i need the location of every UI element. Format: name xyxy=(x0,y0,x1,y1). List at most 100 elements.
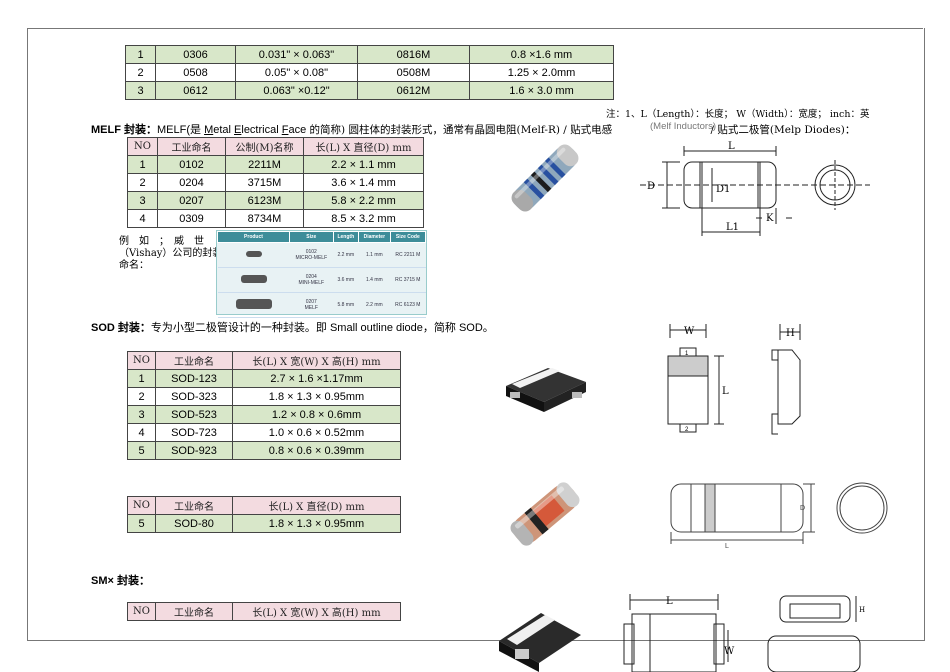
sod-cell: SOD-923 xyxy=(155,441,233,460)
melf-cell: 5.8 × 2.2 mm xyxy=(303,191,424,210)
melf-cell: 3 xyxy=(127,191,158,210)
top-table-cell: 0508M xyxy=(357,63,470,82)
smx-package-photo xyxy=(499,613,581,672)
vishay-cell: 0204 MINI-MELF xyxy=(289,267,334,293)
sod-description: SOD 封装：专为小型二极管设计的一种封装。即 Small outline di… xyxy=(91,322,494,334)
page-frame xyxy=(27,28,925,641)
vishay-header-cell: Size Code xyxy=(389,231,427,243)
melf-dimension-drawing: L D D1 L1 K xyxy=(640,141,870,236)
melf-cell: 0204 xyxy=(157,173,226,192)
svg-text:2: 2 xyxy=(685,427,689,433)
top-table-cell: 0612 xyxy=(155,81,236,100)
top-table-cell: 0508 xyxy=(155,63,236,82)
vishay-resistor-thumbnail xyxy=(217,267,290,293)
vishay-header-cell: Length xyxy=(332,231,360,243)
sod-cell: 1.2 × 0.8 × 0.6mm xyxy=(232,405,401,424)
melf-cell: 2 xyxy=(127,173,158,192)
top-table-cell: 0.05" × 0.08" xyxy=(235,63,358,82)
sod-cell: SOD-723 xyxy=(155,423,233,442)
sod-cell: SOD-123 xyxy=(155,369,233,388)
melf-cell: 0102 xyxy=(157,155,226,174)
melf-header-cell: 工业命名 xyxy=(157,137,226,156)
vishay-cell: RC 3715 M xyxy=(390,267,426,293)
top-table-cell: 0612M xyxy=(357,81,470,100)
sod80-header-cell: NO xyxy=(127,496,156,515)
sod-cell: 0.8 × 0.6 × 0.39mm xyxy=(232,441,401,460)
sod-dim-l: L xyxy=(722,386,729,397)
melf-cell: 6123M xyxy=(225,191,304,210)
sod80-header-cell: 工业命名 xyxy=(155,496,233,515)
sod80-diode-photo xyxy=(510,482,580,546)
vishay-cell: RC 2211 M xyxy=(390,242,426,268)
note-overlap: (Melf Inductors) xyxy=(650,121,716,132)
sod-dim-h: H xyxy=(786,328,795,339)
top-table-cell: 1 xyxy=(125,45,156,64)
top-table-cell: 2 xyxy=(125,63,156,82)
vishay-header-cell: Diameter xyxy=(358,231,391,243)
sod-cell: 4 xyxy=(127,423,156,442)
melf-resistor-photo xyxy=(511,144,579,212)
smx-dim-l: L xyxy=(666,596,673,607)
melf-header-cell: 长(L) X 直径(D) mm xyxy=(303,137,424,156)
sod80-cell: SOD-80 xyxy=(155,514,233,533)
vishay-cell: 5.8 mm xyxy=(333,292,359,318)
vishay-cell: 2.2 mm xyxy=(333,242,359,268)
sod-cell: 1.8 × 1.3 × 0.95mm xyxy=(232,387,401,406)
vishay-cell: 0102 MICRO-MELF xyxy=(289,242,334,268)
unit-note: 注：1、L（Length）：长度； W（Width）：宽度； inch：英 xyxy=(606,109,870,120)
top-table-cell: 1.25 × 2.0mm xyxy=(469,63,614,82)
smx-dim-w: W xyxy=(724,646,735,657)
vishay-cell: 2.2 mm xyxy=(358,292,391,318)
melf-cell: 0207 xyxy=(157,191,226,210)
page-frame-top xyxy=(27,28,923,29)
melf-cell: 4 xyxy=(127,209,158,228)
dim-label-k: K xyxy=(766,213,774,224)
smx-header-cell: 工业命名 xyxy=(155,602,233,621)
sod80-dimension-drawing: L D xyxy=(670,482,888,550)
sod-heading: SOD 封装： xyxy=(91,322,151,334)
sod-dimension-drawing: W H L 1 2 xyxy=(667,324,801,435)
top-table-cell: 0816M xyxy=(357,45,470,64)
sod-cell: 1.0 × 0.6 × 0.52mm xyxy=(232,423,401,442)
top-table-cell: 3 xyxy=(125,81,156,100)
sod-header-cell: NO xyxy=(127,351,156,370)
vishay-cell: 3.6 mm xyxy=(333,267,359,293)
melf-cell: 3.6 × 1.4 mm xyxy=(303,173,424,192)
vishay-header-cell: Product xyxy=(217,231,290,243)
smx-header-cell: 长(L) X 宽(W) X 高(H) mm xyxy=(232,602,401,621)
top-table-cell: 0.8 ×1.6 mm xyxy=(469,45,614,64)
svg-text:1: 1 xyxy=(685,351,689,357)
sod-dim-w: W xyxy=(684,326,695,337)
melf-cell: 2.2 × 1.1 mm xyxy=(303,155,424,174)
svg-text:D: D xyxy=(800,505,805,512)
sod-cell: 5 xyxy=(127,441,156,460)
sod-cell: 2.7 × 1.6 ×1.17mm xyxy=(232,369,401,388)
vishay-cell: 1.1 mm xyxy=(358,242,391,268)
smx-header-cell: NO xyxy=(127,602,156,621)
vishay-resistor-thumbnail xyxy=(217,242,290,268)
top-table-cell: 0.031" × 0.063" xyxy=(235,45,358,64)
sod80-header-cell: 长(L) X 直径(D) mm xyxy=(232,496,401,515)
melf-cell: 1 xyxy=(127,155,158,174)
vishay-cell: 1.4 mm xyxy=(358,267,391,293)
top-table-cell: 0.063" ×0.12" xyxy=(235,81,358,100)
